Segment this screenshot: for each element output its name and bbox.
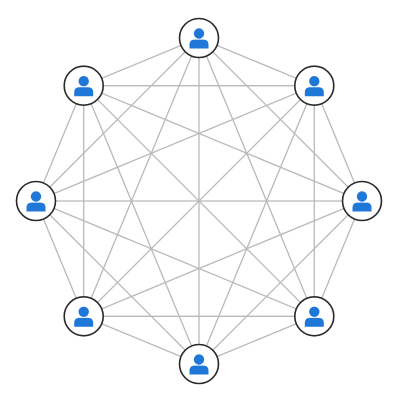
user-head [78, 76, 89, 87]
user-body [26, 202, 46, 212]
user-head [78, 306, 89, 317]
user-node-top-right [293, 65, 335, 106]
user-icon [74, 306, 94, 327]
user-body [189, 39, 209, 49]
user-node-left [15, 180, 57, 222]
edge-top-right-to-right [313, 85, 363, 202]
edge-top-to-top-left [83, 37, 200, 87]
user-node-right [341, 180, 383, 222]
edge-bottom-to-left [35, 200, 200, 365]
user-body [74, 317, 94, 327]
user-node-bottom [178, 343, 220, 385]
user-body [189, 365, 209, 375]
user-icon [74, 76, 94, 97]
user-node-bottom-right [293, 295, 335, 337]
user-icon [189, 28, 209, 49]
edges-layer [35, 37, 363, 365]
user-body [352, 202, 372, 212]
user-head [30, 191, 42, 202]
user-body [304, 87, 324, 97]
edge-bottom-right-to-left [35, 200, 315, 317]
user-node-top-left [63, 65, 104, 106]
user-head [309, 306, 320, 317]
nodes-layer [15, 17, 383, 385]
edge-bottom-to-top-left [83, 85, 200, 365]
edge-bottom-to-bottom-left [83, 315, 200, 365]
edge-right-to-bottom-right [313, 200, 363, 317]
edge-left-to-top-left [35, 85, 85, 202]
user-icon [304, 76, 324, 97]
user-body [304, 317, 324, 327]
user-head [356, 191, 368, 202]
edge-right-to-bottom-left [83, 200, 363, 317]
edge-top-to-bottom-left [83, 37, 200, 317]
edge-top-right-to-bottom [198, 85, 315, 365]
user-body [74, 87, 94, 97]
edge-top-to-top-right [198, 37, 315, 87]
user-icon [304, 306, 324, 327]
user-icon [26, 191, 46, 212]
edge-bottom-left-to-left [35, 200, 85, 317]
user-node-bottom-left [63, 295, 104, 337]
user-head [193, 354, 205, 365]
edge-right-to-top-left [83, 85, 363, 202]
edge-bottom-right-to-top-left [83, 85, 315, 317]
user-icon [352, 191, 372, 212]
user-node-top [178, 17, 220, 59]
edge-bottom-right-to-bottom [198, 315, 315, 365]
user-head [193, 28, 205, 39]
user-icon [189, 354, 209, 375]
edge-top-right-to-left [35, 85, 315, 202]
edge-top-to-bottom-right [198, 37, 315, 317]
user-head [309, 76, 320, 87]
